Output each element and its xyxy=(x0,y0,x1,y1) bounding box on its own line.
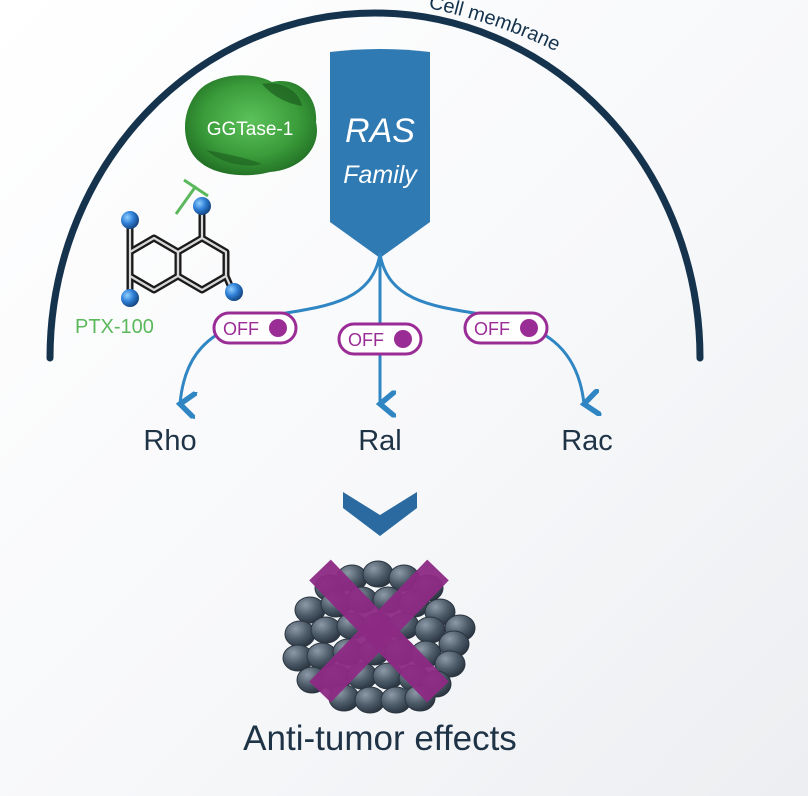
tumor-cell xyxy=(434,650,466,678)
svg-text:OFF: OFF xyxy=(348,330,384,350)
switch-rac: OFF xyxy=(463,311,549,345)
atom xyxy=(121,211,139,229)
tumor-cell xyxy=(362,560,394,588)
svg-text:OFF: OFF xyxy=(223,319,259,339)
atom xyxy=(225,283,243,301)
chevron-down-icon xyxy=(343,492,417,536)
target-ral: Ral xyxy=(358,425,402,457)
cell-membrane-arc xyxy=(46,9,704,362)
ras-subtitle: Family xyxy=(343,161,418,189)
switch-rho: OFF xyxy=(212,311,298,345)
enzyme-blob-shade xyxy=(262,83,302,106)
tumor-cell xyxy=(284,620,316,648)
inhibitor-label: PTX-100 xyxy=(75,316,154,338)
ptx-100-molecule-icon xyxy=(121,197,243,307)
cell-membrane-label: Cell membrane xyxy=(427,0,564,56)
tumor-cross-mark xyxy=(309,559,449,703)
target-rho: Rho xyxy=(143,425,196,457)
ras-title: RAS xyxy=(345,112,415,150)
ggtase-1-enzyme: GGTase-1 xyxy=(184,75,317,176)
target-rac: Rac xyxy=(561,425,613,457)
switch-ral: OFF xyxy=(337,322,423,356)
ras-family-banner xyxy=(330,49,430,258)
enzyme-blob-shade xyxy=(206,150,262,166)
svg-text:OFF: OFF xyxy=(474,319,510,339)
tumor-cell xyxy=(310,616,342,644)
enzyme-label: GGTase-1 xyxy=(207,119,294,140)
inhibition-t-bar xyxy=(174,178,209,215)
outcome-label: Anti-tumor effects xyxy=(243,719,517,758)
atom xyxy=(193,197,211,215)
atom xyxy=(121,289,139,307)
